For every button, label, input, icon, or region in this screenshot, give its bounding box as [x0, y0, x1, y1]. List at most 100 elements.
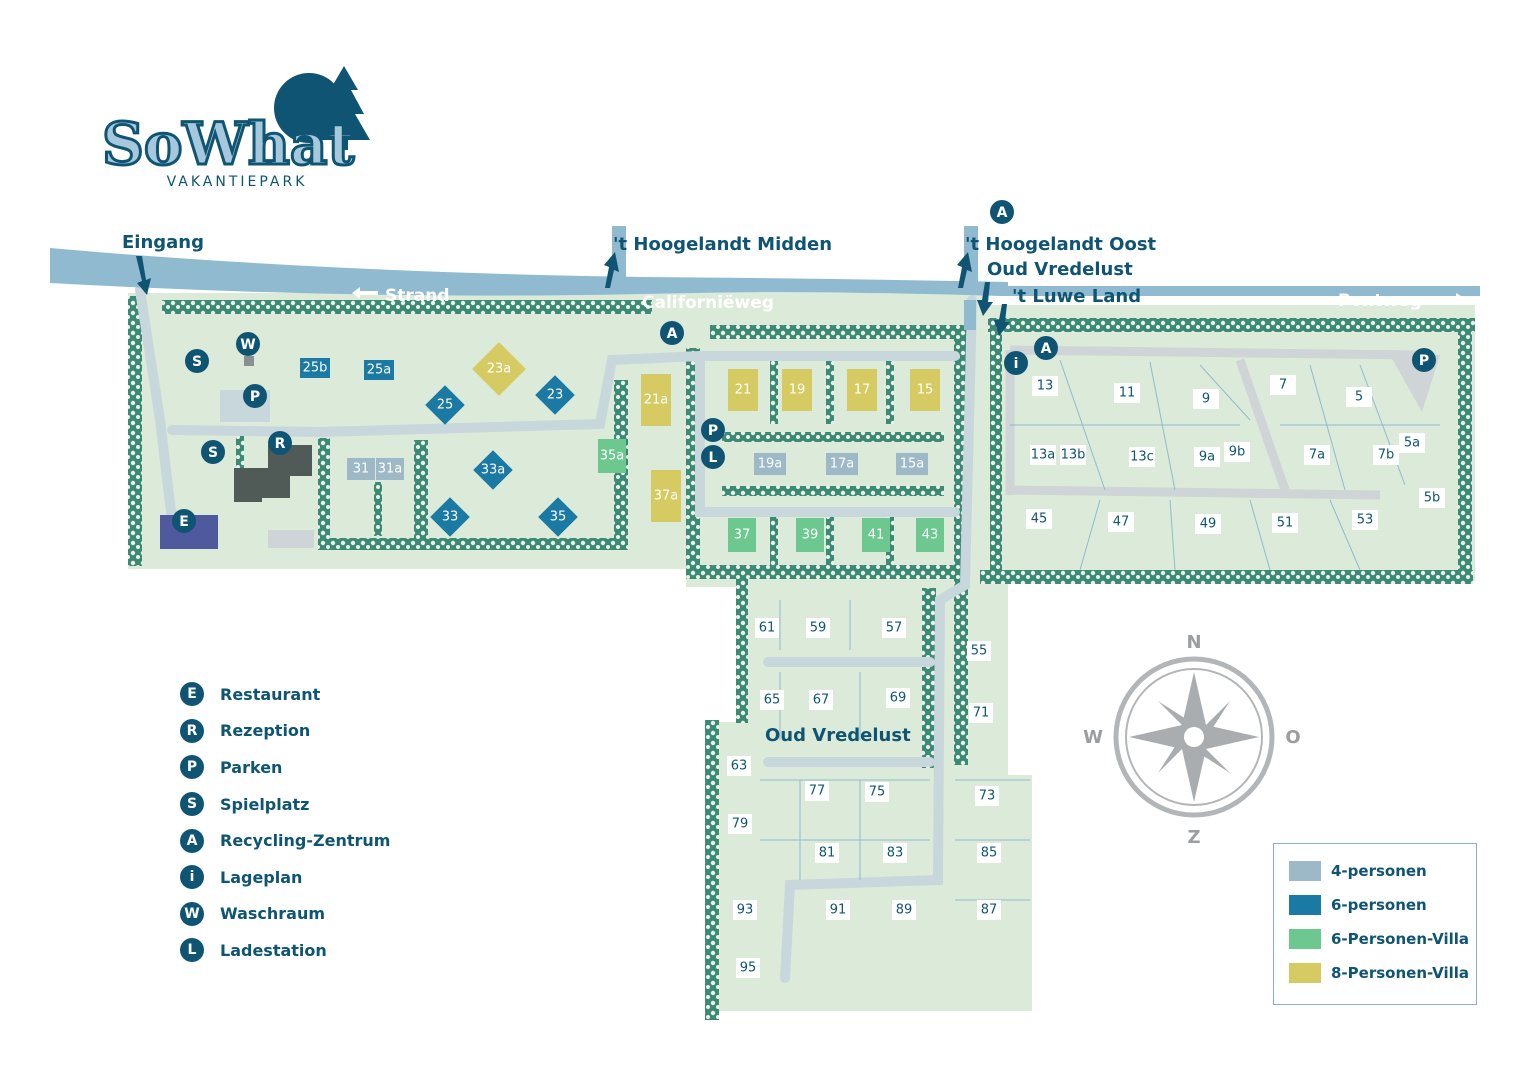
- plot-7: 7: [1270, 375, 1296, 395]
- plot-7a: 7a: [1304, 445, 1330, 465]
- plot-57-label: 57: [886, 621, 903, 636]
- house-label: 33: [442, 510, 459, 525]
- house-21a: 21a: [641, 374, 671, 426]
- pontweg-label: Pontweg: [1338, 291, 1422, 311]
- legend-label: Lageplan: [220, 867, 303, 887]
- plot-49-label: 49: [1200, 517, 1217, 532]
- tree-icon: [318, 66, 370, 150]
- plot-13-label: 13: [1037, 379, 1054, 394]
- plot-9b-label: 9b: [1229, 445, 1246, 460]
- midden-arrow-icon: [604, 252, 619, 288]
- plot-95-label: 95: [740, 961, 757, 976]
- key-row-6-persons: 6-personen: [1289, 888, 1476, 922]
- legend-label: Recycling-Zentrum: [220, 831, 391, 851]
- house-33: 33: [430, 497, 470, 537]
- house-35: 35: [538, 497, 578, 537]
- house-41: 41: [862, 518, 890, 552]
- plot-13c-label: 13c: [1130, 450, 1154, 465]
- legend-label: Waschraum: [220, 904, 326, 924]
- plot-57: 57: [882, 618, 906, 638]
- marker-label: W: [240, 337, 255, 353]
- house-31-label: 31: [353, 462, 370, 477]
- house-39: 39: [796, 518, 824, 552]
- house-17-label: 17: [854, 383, 871, 398]
- house-19: 19: [782, 369, 812, 411]
- compass-east: O: [1285, 727, 1300, 748]
- house-25a-label: 25a: [367, 363, 392, 378]
- plot-7a-label: 7a: [1309, 448, 1325, 463]
- plot-87: 87: [977, 900, 1001, 920]
- house-37-label: 37: [734, 528, 751, 543]
- plot-13c: 13c: [1129, 447, 1155, 467]
- house-15-label: 15: [917, 383, 934, 398]
- plot-11-label: 11: [1119, 386, 1136, 401]
- reception-icon: R: [180, 718, 204, 743]
- marker-e-icon: E: [172, 509, 196, 533]
- house-43-label: 43: [922, 528, 939, 543]
- house-25a: 25a: [364, 360, 394, 380]
- logo-wordmark: SoWhat: [102, 110, 354, 178]
- house-41-label: 41: [868, 528, 885, 543]
- legend-label: Parken: [220, 757, 283, 777]
- marker-label: P: [1419, 353, 1429, 369]
- compass-north: N: [1186, 632, 1201, 653]
- oud-vredelust-direction-label: Oud Vredelust: [987, 259, 1133, 280]
- plot-59-label: 59: [810, 621, 827, 636]
- luwe-land-arrow-icon: [994, 304, 1010, 336]
- plot-47-label: 47: [1113, 515, 1130, 530]
- plot-89-label: 89: [896, 903, 913, 918]
- plot-79-label: 79: [732, 817, 749, 832]
- paths: [135, 285, 977, 983]
- plot-5-label: 5: [1355, 390, 1363, 405]
- plot-59: 59: [806, 618, 830, 638]
- vredelust-arrow-icon: [977, 282, 993, 316]
- plot-5: 5: [1346, 387, 1372, 407]
- plot-91-label: 91: [830, 903, 847, 918]
- plot-75-label: 75: [869, 785, 886, 800]
- marker-r-icon: R: [268, 431, 292, 455]
- house-label: 23: [547, 388, 564, 403]
- plot-83-label: 83: [887, 846, 904, 861]
- key-row-6-villa: 6-Personen-Villa: [1289, 922, 1476, 956]
- marker-label: R: [275, 436, 286, 452]
- marker-label: S: [208, 445, 218, 461]
- plot-93-label: 93: [737, 903, 754, 918]
- marker-a-icon: A: [990, 200, 1014, 224]
- plot-5b: 5b: [1419, 488, 1445, 508]
- marker-label: A: [667, 326, 678, 342]
- plot-83: 83: [883, 843, 907, 863]
- key-row-8-villa: 8-Personen-Villa: [1289, 956, 1476, 990]
- house-21: 21: [728, 369, 758, 411]
- logo-subtitle: VAKANTIEPARK: [167, 174, 308, 190]
- playground-icon: S: [180, 792, 204, 817]
- marker-label: E: [179, 514, 189, 530]
- house-31: 31: [347, 458, 375, 480]
- house-21-label: 21: [735, 383, 752, 398]
- plot-65-label: 65: [764, 693, 781, 708]
- plot-7b-label: 7b: [1378, 448, 1395, 463]
- oud-vredelust-area-label: Oud Vredelust: [765, 725, 911, 746]
- californieweg-label: Californiëweg: [642, 293, 774, 313]
- compass: N O Z W: [1083, 632, 1301, 848]
- plot-71: 71: [969, 703, 993, 723]
- plot-13b: 13b: [1060, 445, 1086, 465]
- legend-label: Ladestation: [220, 940, 327, 960]
- plot-63: 63: [727, 756, 751, 776]
- marker-label: i: [1014, 356, 1019, 372]
- key-row-4-persons: 4-personen: [1289, 854, 1476, 888]
- arrow-right-icon: [1438, 293, 1466, 305]
- house-31a: 31a: [376, 458, 404, 480]
- plot-9b: 9b: [1224, 442, 1250, 462]
- house-31a-label: 31a: [378, 462, 403, 477]
- plot-85: 85: [977, 843, 1001, 863]
- marker-label: S: [192, 354, 202, 370]
- marker-p-icon: P: [243, 384, 267, 408]
- marker-s-icon: S: [201, 440, 225, 464]
- plot-73: 73: [975, 786, 999, 806]
- key-label: 6-Personen-Villa: [1331, 930, 1470, 948]
- marker-l-icon: L: [701, 445, 725, 469]
